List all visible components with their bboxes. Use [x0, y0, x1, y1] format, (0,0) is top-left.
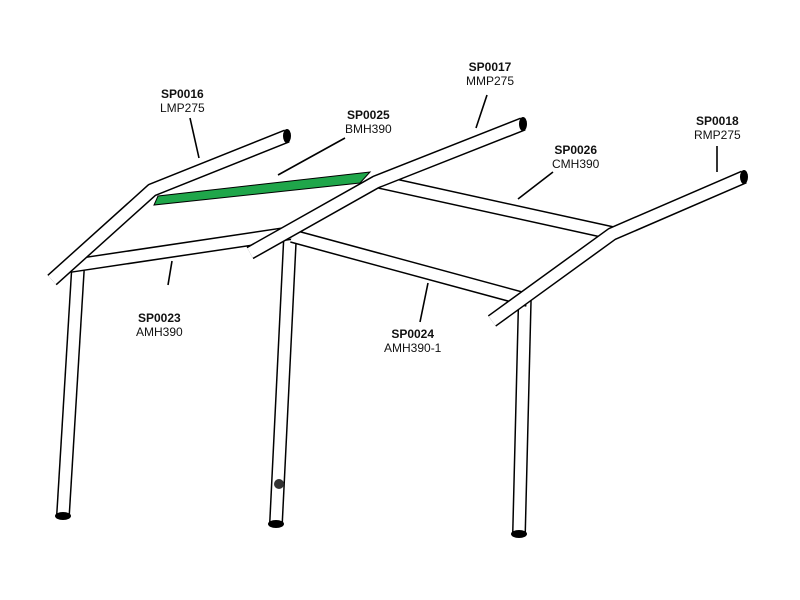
part-code: SP0025: [346, 108, 390, 122]
leg-left: [55, 267, 85, 520]
leg-middle: [268, 237, 297, 528]
tube-sp0024: [290, 229, 530, 307]
tube-sp0026: [378, 175, 614, 240]
leader-sp0023: [167, 260, 173, 286]
part-name: AMH390: [136, 325, 183, 339]
part-code: SP0026: [554, 143, 598, 157]
leg-right: [511, 291, 532, 538]
part-code: SP0017: [468, 60, 512, 74]
part-name: AMH390-1: [384, 341, 442, 355]
leader-sp0025: [277, 137, 346, 176]
tube-sp0017: [246, 117, 527, 260]
part-code: SP0016: [161, 87, 204, 101]
part-name: MMP275: [466, 74, 515, 88]
leader-sp0024: [419, 282, 429, 323]
tube-sp0016: [47, 129, 291, 286]
tube-sp0023: [68, 225, 300, 273]
part-name: BMH390: [345, 122, 392, 136]
part-name: RMP275: [694, 128, 741, 142]
part-name: LMP275: [160, 101, 205, 115]
leader-sp0016: [189, 117, 200, 159]
leader-sp0017: [475, 94, 488, 129]
part-name: CMH390: [552, 157, 600, 171]
leader-sp0026: [517, 171, 554, 200]
part-code: SP0024: [391, 327, 435, 341]
part-code: SP0023: [137, 311, 181, 325]
part-code: SP0018: [695, 114, 739, 128]
tube-sp0018: [487, 170, 748, 327]
